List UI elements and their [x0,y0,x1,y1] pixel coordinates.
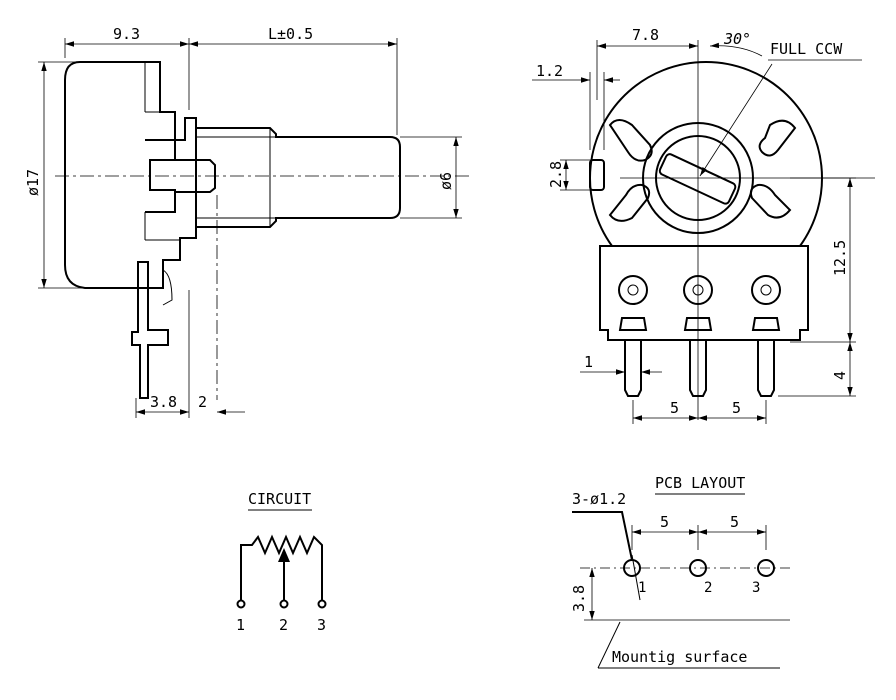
terminal-pins [618,317,781,397]
dim-height-label: 12.5 [831,240,849,276]
dim-pin-length-label: 4 [831,371,849,380]
pcb-layout: PCB LAYOUT 3-ø1.2 5 5 1 2 3 3.8 Mountig … [570,474,790,669]
body-outline [64,61,197,289]
mounting-surface-label: Mountig surface [612,648,747,666]
pcb-pitch-1: 5 [660,513,669,531]
dim-pitch-2-label: 5 [732,399,741,417]
dim-shaft-label: ø6 [437,172,455,190]
dim-diameter-label: ø17 [24,169,42,196]
pcb-pin-2: 2 [704,580,712,596]
dim-pin-gap-label: 2 [198,393,207,411]
circuit-title: CIRCUIT [248,490,311,508]
circuit-pin-2: 2 [279,616,288,634]
pcb-pin-1: 1 [638,580,646,596]
front-view: 7.8 30° FULL CCW 1.2 2.8 12.5 4 1 5 5 [532,26,875,424]
pcb-hole-1 [623,559,641,577]
resistor-symbol [240,534,323,600]
side-view: 9.3 L±0.5 ø17 ø6 3.8 2 [24,25,470,418]
pcb-hole-2 [689,559,707,577]
dim-offset-label: 1.2 [536,62,563,80]
pcb-hole-3 [757,559,775,577]
pcb-offset: 3.8 [570,585,588,612]
terminal-holes [618,275,781,305]
terminal-tab [131,261,169,399]
dim-width-label: 7.8 [632,26,659,44]
circuit-pin-3: 3 [317,616,326,634]
pcb-pitch-2: 5 [730,513,739,531]
dim-pitch-1-label: 5 [670,399,679,417]
circuit-pin-1: 1 [236,616,245,634]
dim-slot-label: 2.8 [547,161,565,188]
pcb-title: PCB LAYOUT [655,474,745,492]
dim-angle-label: 30° [723,30,751,48]
dim-pin-offset-label: 3.8 [150,393,177,411]
pcb-hole-spec: 3-ø1.2 [572,490,626,508]
dim-pin-width-label: 1 [584,353,593,371]
pcb-pin-3: 3 [752,580,760,596]
bushing [196,127,401,228]
dim-length-label: L±0.5 [268,25,313,43]
circuit-schematic: CIRCUIT 1 2 3 [236,490,327,634]
dim-width-label: 9.3 [113,25,140,43]
rotation-label: FULL CCW [770,40,843,58]
